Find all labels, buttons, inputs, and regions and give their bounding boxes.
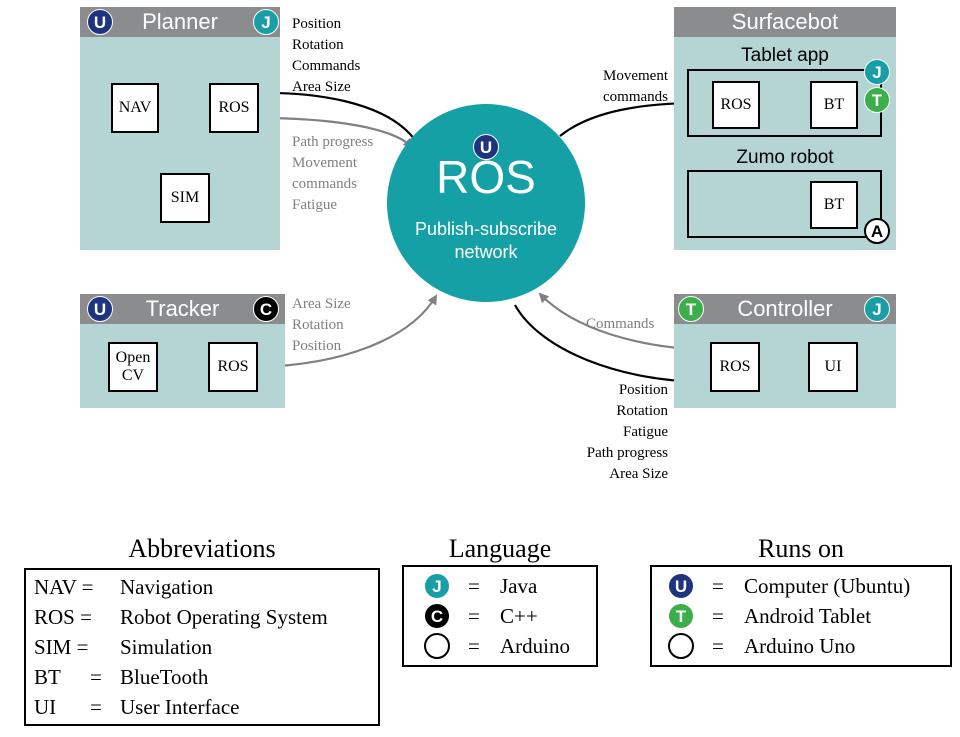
hub-subtitle: Publish-subscribe network xyxy=(414,219,558,262)
controller-title: Controller xyxy=(674,294,896,324)
language-value: C++ xyxy=(500,604,538,628)
ubuntu-icon: U xyxy=(668,573,694,599)
language-box: J = Java C = C++ A = Arduino xyxy=(402,565,598,667)
abbr-key: SIM = xyxy=(34,635,89,659)
tablet-icon: T xyxy=(668,603,694,629)
tracker-outgoing-messages: Area Size Rotation Position xyxy=(292,296,351,354)
language-value: Java xyxy=(500,574,538,598)
java-badge-icon: J xyxy=(864,59,890,85)
tracker-panel: Tracker U C Open CV ROS xyxy=(80,294,285,408)
abbr-value: Navigation xyxy=(120,575,214,599)
abbreviations-title: Abbreviations xyxy=(128,534,276,563)
cpp-icon: C xyxy=(424,603,450,629)
surfacebot-incoming-messages: Movement commands xyxy=(603,68,668,105)
java-badge-icon: J xyxy=(253,9,279,35)
abbreviations-box: NAV = Navigation ROS = Robot Operating S… xyxy=(24,568,380,726)
controller-outgoing-messages: Commands xyxy=(586,316,655,332)
ubuntu-badge-icon: U xyxy=(87,296,113,322)
java-icon: J xyxy=(424,573,450,599)
planner-incoming-messages: Position Rotation Commands Area Size xyxy=(292,16,361,95)
arduino-uno-icon: A xyxy=(668,633,694,659)
abbr-value: Robot Operating System xyxy=(120,605,328,629)
controller-panel: Controller T J ROS UI xyxy=(674,294,896,408)
ros-hub: U ROS Publish-subscribe network xyxy=(387,104,585,302)
runs-on-value: Arduino Uno xyxy=(744,634,856,658)
runs-on-value: Android Tablet xyxy=(744,604,872,628)
planner-outgoing-messages: Path progress Movement commands Fatigue xyxy=(292,134,374,213)
language-eq: = xyxy=(468,604,480,628)
abbr-eq: = xyxy=(90,665,102,689)
controller-incoming-messages: Position Rotation Fatigue Path progress … xyxy=(586,382,668,482)
language-title: Language xyxy=(448,534,552,563)
surfacebot-ros-node: ROS xyxy=(712,81,760,129)
abbr-eq: = xyxy=(90,695,102,719)
abbr-value: User Interface xyxy=(120,695,240,719)
tablet-app-label: Tablet app xyxy=(741,45,829,66)
zumo-robot-frame xyxy=(687,170,882,238)
abbr-key: UI xyxy=(34,695,57,719)
abbr-value: Simulation xyxy=(120,635,213,659)
surfacebot-panel: Surfacebot Tablet app ROS BT Zumo robot … xyxy=(674,7,896,250)
controller-ros-node: ROS xyxy=(710,342,760,392)
ubuntu-badge-icon: U xyxy=(87,9,113,35)
surfacebot-bt-robot-node: BT xyxy=(810,181,858,229)
surfacebot-bt-tablet-node: BT xyxy=(810,81,858,129)
tracker-title: Tracker xyxy=(80,294,285,324)
ubuntu-badge-icon: U xyxy=(473,134,499,160)
planner-title: Planner xyxy=(80,7,280,37)
tablet-badge-icon: T xyxy=(864,87,890,113)
tracker-ros-node: ROS xyxy=(208,342,258,392)
arduino-icon: A xyxy=(424,633,450,659)
planner-panel: Planner U J NAV ROS SIM xyxy=(80,7,280,250)
abbr-key: ROS = xyxy=(34,605,92,629)
planner-sim-node: SIM xyxy=(160,173,210,223)
planner-ros-node: ROS xyxy=(209,83,259,133)
tablet-badge-icon: T xyxy=(678,296,704,322)
runs-on-value: Computer (Ubuntu) xyxy=(744,574,911,598)
language-eq: = xyxy=(468,634,480,658)
arduino-badge-icon: A xyxy=(864,218,890,244)
runs-on-eq: = xyxy=(712,604,724,628)
controller-ui-node: UI xyxy=(808,342,858,392)
language-value: Arduino xyxy=(500,634,570,658)
abbr-value: BlueTooth xyxy=(120,665,209,689)
runs-on-box: U = Computer (Ubuntu) T = Android Tablet… xyxy=(650,565,952,667)
arrow-tracker-to-hub xyxy=(257,294,438,369)
abbr-key: BT xyxy=(34,665,61,689)
zumo-robot-label: Zumo robot xyxy=(736,147,834,168)
tracker-opencv-node: Open CV xyxy=(108,342,158,392)
surfacebot-title: Surfacebot xyxy=(674,7,896,37)
cpp-badge-icon: C xyxy=(253,296,279,322)
planner-nav-node: NAV xyxy=(111,83,159,133)
abbr-key: NAV = xyxy=(34,575,94,599)
java-badge-icon: J xyxy=(864,296,890,322)
runs-on-title: Runs on xyxy=(758,534,844,563)
runs-on-eq: = xyxy=(712,634,724,658)
hub-title: ROS xyxy=(436,151,536,203)
runs-on-eq: = xyxy=(712,574,724,598)
language-eq: = xyxy=(468,574,480,598)
